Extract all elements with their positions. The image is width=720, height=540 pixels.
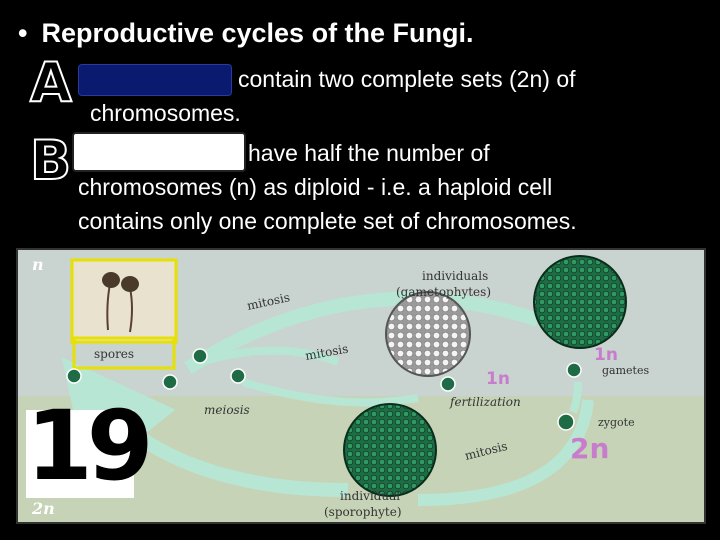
gametophyte-cell (534, 256, 626, 348)
line-a2: chromosomes. (90, 102, 241, 125)
title-bullet: • (18, 18, 27, 48)
spore-cell (231, 369, 245, 383)
zygote-label: zygote (598, 416, 635, 429)
gamete (567, 363, 581, 377)
diploid-label: 2n (570, 432, 609, 465)
haploid-label-spores: 1n (486, 369, 510, 389)
line-b2: chromosomes (n) as diploid - i.e. a hapl… (78, 176, 552, 199)
slide-title: • Reproductive cycles of the Fungi. (18, 18, 474, 49)
answer-blank-a (78, 64, 232, 96)
corner-label-top: n (32, 255, 44, 274)
mold-photo (72, 260, 176, 342)
answer-blank-b (72, 132, 246, 172)
line-b1: have half the number of (248, 142, 490, 165)
meiosis-label: meiosis (204, 403, 250, 417)
gametes-label: gametes (602, 364, 649, 377)
spore-cell (193, 349, 207, 363)
haploid-label-gametes: 1n (594, 345, 618, 365)
slide-number: 19 (26, 398, 134, 494)
fertilization-label: fertilization (449, 395, 521, 409)
individuals-label-2: (gametophytes) (396, 285, 491, 299)
letter-b: B (30, 134, 71, 188)
spore-cell (67, 369, 81, 383)
zygote-cell (558, 414, 574, 430)
gamete (441, 377, 455, 391)
individual-label-2: (sporophyte) (324, 505, 402, 519)
letter-a: A (30, 56, 72, 110)
sporophyte-cell (344, 404, 436, 496)
spore-cell (163, 375, 177, 389)
individual-label-1: individual (340, 489, 400, 503)
title-text: Reproductive cycles of the Fungi. (41, 18, 473, 48)
spores-label: spores (94, 347, 134, 361)
gamete-cell-cluster (386, 292, 470, 376)
line-a1: contain two complete sets (2n) of (238, 68, 576, 91)
line-b3: contains only one complete set of chromo… (78, 210, 577, 233)
individuals-label-1: individuals (422, 269, 488, 283)
